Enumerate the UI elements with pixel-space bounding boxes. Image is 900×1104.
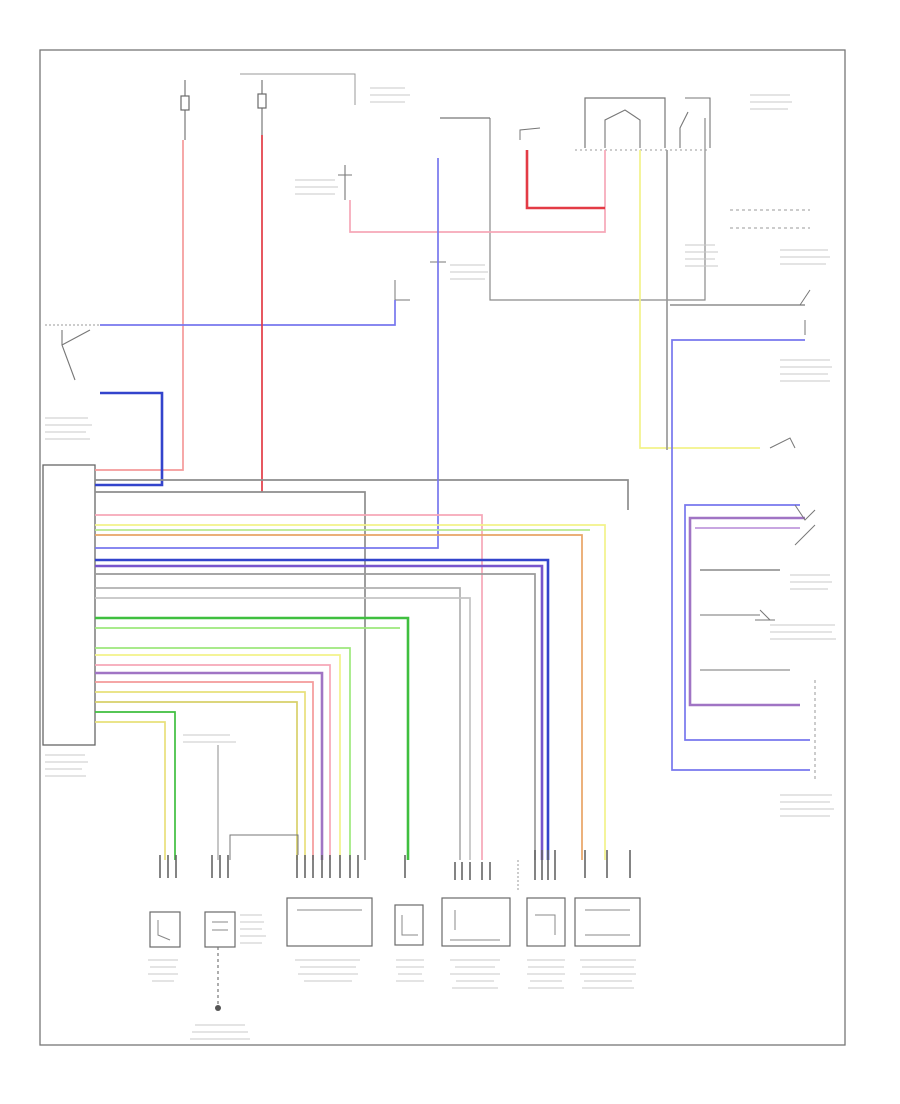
clutch-switch-symbol — [794, 504, 816, 521]
bottom-components — [45, 87, 836, 1040]
wire-yellow-ecu-4 — [95, 701, 298, 860]
engine-control-module — [526, 897, 566, 947]
wire-orange-ecu-1 — [95, 534, 583, 860]
wire-violet-ecu-1 — [95, 564, 544, 860]
cruise-control-ecu — [42, 464, 96, 746]
cruise-actuator — [286, 897, 373, 947]
wire-yellow-ecu-3 — [95, 691, 306, 860]
cruise-main-switch — [45, 324, 100, 381]
relay-switch-center — [519, 127, 541, 140]
wire-red-relay — [525, 150, 605, 210]
wire-pink-ecu-1 — [95, 514, 483, 860]
wire-gray-ecu-1 — [95, 573, 536, 860]
connector-stubs — [159, 850, 631, 880]
clutch-switch-left — [394, 280, 410, 301]
fuse-center-icon — [257, 93, 267, 109]
brake-switch-symbol — [338, 165, 352, 200]
wire-blue-right-2 — [684, 504, 810, 741]
wire-yellow-ecu-5 — [95, 721, 166, 860]
relay-top-bracket — [584, 97, 666, 148]
wire-pink-relay-loop — [349, 150, 606, 233]
wire-blue-main-switch — [100, 300, 396, 326]
wire-pink-ecu-3 — [95, 681, 314, 860]
right-switch-cluster — [755, 437, 816, 780]
power-bus-top — [240, 73, 356, 105]
main-switch-symbol — [61, 329, 91, 381]
overdrive-connector — [394, 904, 424, 946]
wire-yellow-ecu-1 — [95, 524, 606, 860]
wire-pink-ecu-2 — [95, 664, 331, 860]
wire-yellow-relay-right — [639, 150, 760, 449]
wire-gray-ecu-2 — [95, 587, 461, 860]
wire-blue-ecu-1 — [95, 558, 550, 860]
wire-green-ecu-4 — [95, 647, 351, 860]
wire-gray-ecu-3 — [95, 597, 471, 860]
wire-violet-right-1 — [688, 516, 805, 707]
wire-black-ecu-2 — [95, 491, 366, 860]
relay-coil — [604, 109, 641, 148]
wire-blue-main-switch-ecu — [95, 391, 164, 487]
ground-point-icon — [215, 1005, 221, 1011]
wire-harness — [95, 135, 810, 860]
speed-sensor — [149, 911, 181, 948]
wire-violet-ecu-2 — [95, 671, 324, 860]
throttle-position-sensor — [441, 897, 511, 947]
cancel-switch-symbol — [769, 437, 796, 449]
wire-red-fuse-left — [95, 140, 184, 471]
stop-light-unit — [574, 897, 641, 947]
set-switch-symbol — [755, 609, 775, 621]
fuse-left-icon — [180, 95, 190, 111]
ecu-body — [42, 464, 96, 746]
label-placeholders — [45, 87, 836, 1040]
right-ground-switch — [799, 289, 811, 335]
wire-yellow-ecu-2 — [95, 654, 341, 860]
wire-green-ecu-2 — [95, 616, 410, 860]
wire-black-ecu-top — [95, 479, 629, 510]
wire-blue-right-1 — [671, 339, 810, 771]
relay-block-outline — [489, 118, 706, 301]
wire-green-ecu-5 — [95, 711, 176, 860]
diagram-frame — [39, 49, 846, 1046]
relay-switch-right — [679, 97, 711, 148]
fuse-box-area — [180, 73, 811, 335]
sensor-feed-line — [229, 834, 299, 860]
wire-blue-relay-down — [95, 158, 439, 549]
component-glyphs — [157, 909, 630, 941]
resume-switch-symbol — [794, 524, 816, 546]
